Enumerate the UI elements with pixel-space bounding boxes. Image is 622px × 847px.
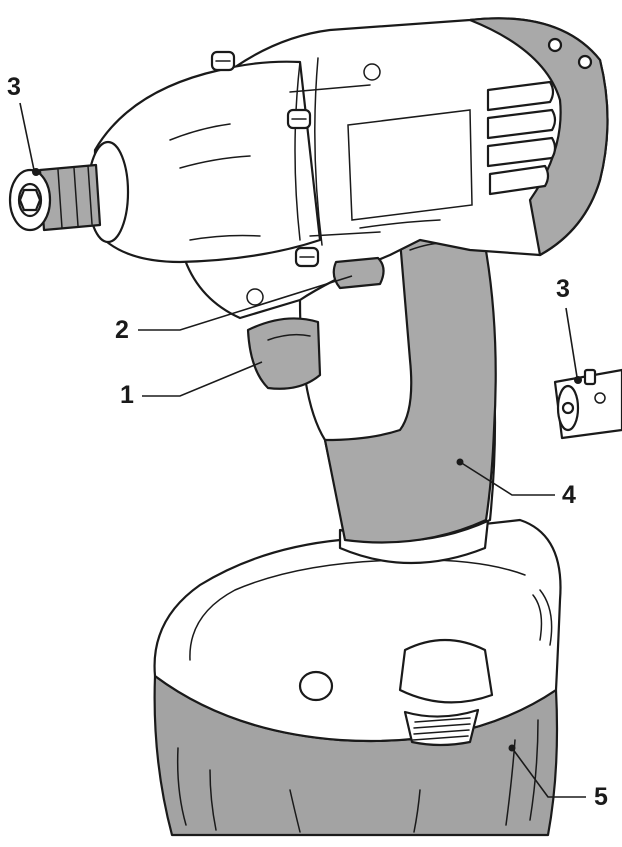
- bit-holder: [8, 140, 130, 244]
- housing-screw-low: [294, 246, 320, 268]
- main-housing: [93, 17, 609, 320]
- callout-5-label: 5: [594, 783, 608, 811]
- bit-holder-detail: [553, 368, 622, 440]
- callout-4-label: 4: [562, 481, 576, 509]
- battery-pack: [153, 518, 562, 837]
- housing-screw-top: [210, 50, 236, 72]
- direction-switch: [332, 256, 385, 290]
- housing-screw-mid: [286, 108, 312, 130]
- callout-5: 5: [508, 744, 608, 811]
- callout-3-left: 3: [7, 73, 35, 171]
- callout-4: 4: [456, 458, 576, 509]
- callout-1: 1: [120, 361, 263, 409]
- callout-2-label: 2: [115, 316, 129, 344]
- handle-grip: [298, 230, 497, 544]
- callout-1-label: 1: [120, 381, 134, 409]
- callout-3-right-label: 3: [556, 275, 570, 303]
- callout-2: 2: [115, 275, 353, 344]
- callout-3-right: 3: [556, 275, 578, 378]
- callout-3-left-label: 3: [7, 73, 21, 101]
- trigger: [246, 317, 322, 390]
